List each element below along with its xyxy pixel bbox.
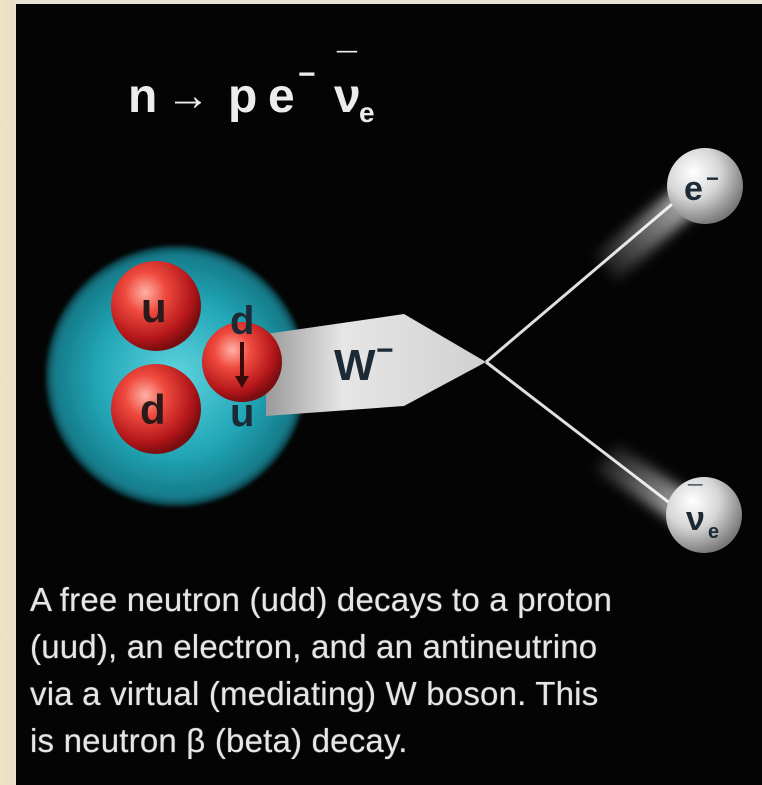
caption-line-1: A free neutron (udd) decays to a proton [30, 581, 612, 618]
formula-proton: p [228, 70, 257, 123]
formula-antineutrino-bar: ¯ [336, 45, 358, 86]
w-boson-label: W [334, 341, 376, 390]
formula-electron: e [268, 70, 295, 123]
diagram-panel: n → p e − ν ¯ e W − u d d u [16, 4, 762, 785]
w-boson-charge: − [376, 334, 394, 367]
quark-d-lower-label: d [140, 386, 166, 433]
transition-from-quark-label: d [230, 299, 254, 343]
transition-to-quark-label: u [230, 391, 254, 435]
antineutrino-bar: ¯ [687, 480, 703, 510]
decay-formula: n → p e − ν ¯ e [128, 45, 375, 128]
antineutrino-sphere [666, 477, 742, 553]
caption-line-2: (uud), an electron, and an antineutrino [30, 628, 598, 665]
electron-sphere [667, 148, 743, 224]
beta-decay-diagram: n → p e − ν ¯ e W − u d d u [46, 45, 743, 553]
quark-u-upper-label: u [141, 284, 167, 331]
formula-antineutrino-subscript: e [359, 97, 375, 128]
caption-line-4: is neutron β (beta) decay. [30, 722, 408, 759]
formula-neutron: n [128, 70, 157, 123]
electron-label: e [684, 170, 703, 208]
caption: A free neutron (udd) decays to a proton … [30, 576, 760, 764]
formula-electron-charge: − [298, 58, 316, 91]
formula-arrow: → [166, 71, 210, 120]
caption-line-3: via a virtual (mediating) W boson. This [30, 675, 599, 712]
antineutrino-subscript: e [708, 521, 719, 543]
transition-arrow-head [235, 376, 249, 388]
quark-u-upper [111, 261, 201, 351]
formula-antineutrino: ν [334, 70, 361, 123]
electron-charge: − [706, 166, 719, 191]
quark-d-lower [111, 364, 201, 454]
w-boson-band [266, 314, 486, 416]
antineutrino-label: ν [686, 500, 705, 538]
